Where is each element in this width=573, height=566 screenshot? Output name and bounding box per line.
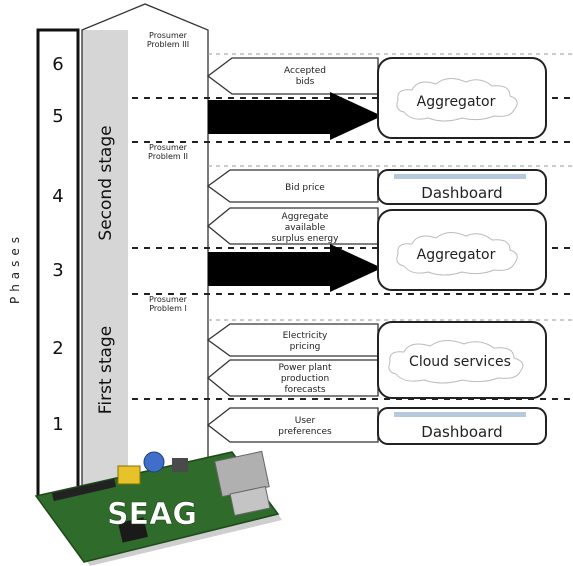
board-gpio-header [51, 478, 117, 502]
cloud-icon [396, 78, 518, 122]
phase-separators [132, 97, 573, 400]
prosumer-problem-3: Prosumer Problem III [147, 31, 189, 49]
prosumer-problem-1: Prosumer Problem I [149, 295, 188, 313]
phase-5-data-arrow [208, 92, 382, 140]
dashboard-bottom-window [394, 412, 526, 417]
svg-text:Problem II: Problem II [148, 152, 188, 161]
board-audio-connector [172, 458, 188, 472]
second-stage-label: Second stage [96, 125, 116, 240]
dashboard-top-label: Dashboard [421, 184, 502, 202]
user-preferences-label-2: preferences [278, 427, 332, 437]
board-blue-connector [143, 451, 165, 473]
phase-5: 5 [52, 106, 63, 127]
light-separators [208, 53, 573, 321]
board-pcb [34, 451, 280, 563]
electricity-pricing-label-1: Electricity [283, 331, 328, 341]
accepted-bids-label-2: bids [296, 77, 315, 87]
svg-text:Prosumer: Prosumer [149, 295, 188, 304]
svg-text:Prosumer: Prosumer [149, 31, 188, 40]
electricity-pricing-label-2: pricing [290, 342, 321, 352]
power-plant-label-2: production [281, 374, 329, 384]
power-plant-label-3: forecasts [284, 385, 325, 395]
board-yellow-connector [117, 465, 141, 485]
first-stage-label: First stage [96, 326, 116, 414]
stage-band [82, 30, 128, 486]
phase-6: 6 [52, 54, 63, 75]
phases-axis-label: Phases [8, 231, 22, 305]
accepted-bids-arrow [206, 57, 379, 95]
prosumer-problem-2: Prosumer Problem II [148, 143, 188, 161]
svg-text:Problem III: Problem III [147, 40, 189, 49]
user-preferences-label-1: User [295, 416, 316, 426]
cloud-services-label: Cloud services [409, 354, 511, 370]
aggregate-surplus-label-2: available [285, 223, 326, 233]
svg-text:Problem I: Problem I [149, 304, 187, 313]
cloud-icon [388, 340, 524, 384]
dashboard-top-window [394, 174, 526, 179]
board-label: SEAG [107, 497, 197, 532]
dashboard-bottom-label: Dashboard [421, 423, 502, 441]
seag-board-illustration: SEAG [34, 450, 282, 566]
board-chip [118, 517, 148, 543]
phase-3-data-arrow [208, 244, 382, 292]
aggregator-top-label: Aggregator [417, 94, 496, 110]
phase-4: 4 [52, 186, 63, 207]
phase-1: 1 [52, 414, 63, 435]
aggregator-mid-label: Aggregator [417, 247, 496, 263]
aggregate-surplus-label-1: Aggregate [282, 212, 329, 222]
accepted-bids-label-1: Accepted [284, 66, 326, 76]
power-plant-label-1: Power plant [278, 363, 332, 373]
phase-3: 3 [52, 260, 63, 281]
aggregate-surplus-label-3: surplus energy [272, 234, 340, 244]
bid-price-label: Bid price [285, 183, 325, 193]
board-ethernet-port [229, 485, 271, 517]
cloud-icon [396, 232, 518, 276]
phase-2: 2 [52, 338, 63, 359]
svg-text:Prosumer: Prosumer [149, 143, 188, 152]
